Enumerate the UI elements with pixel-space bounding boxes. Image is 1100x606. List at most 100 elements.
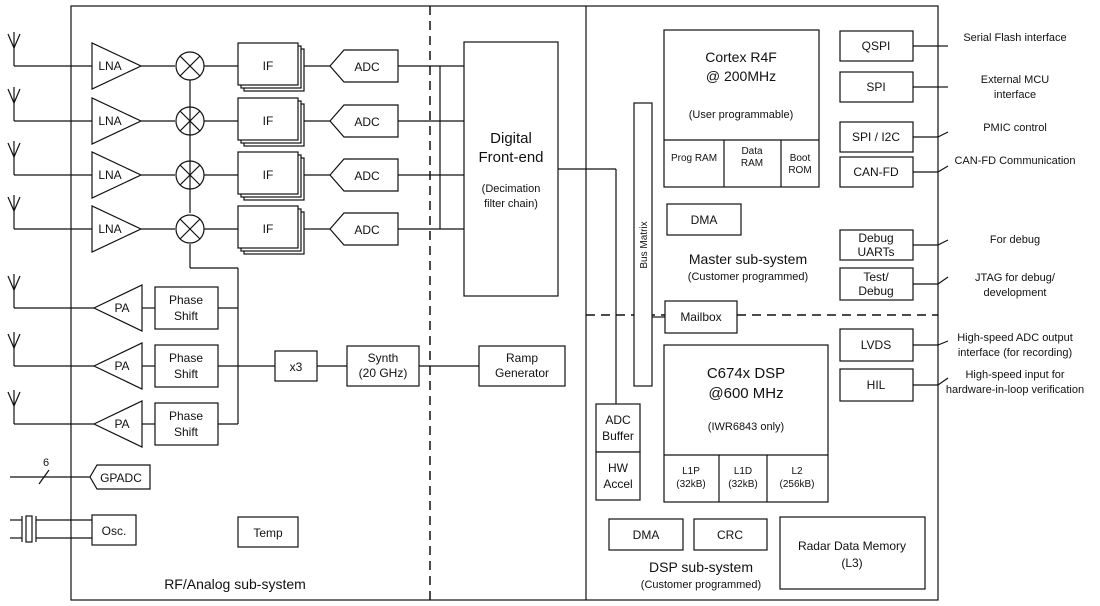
adc-label: ADC [354,223,380,237]
rx-antenna-icon [7,32,21,49]
phase-shift-block [154,286,219,330]
synth-block [346,345,420,387]
synth-label-1: Synth [368,351,399,365]
ramp-label-1: Ramp [506,351,538,365]
lna-label: LNA [98,168,121,182]
if-filter [237,151,299,195]
phase-shift-block [154,344,219,388]
radar-mem-1: Radar Data Memory [798,539,906,553]
synth-label-2: (20 GHz) [359,366,408,380]
peripheral-label: LVDS [861,338,891,352]
mailbox-label: Mailbox [680,310,721,324]
c674x-dsp [663,344,829,503]
phase-shift-label-1: Phase [169,409,203,423]
master-subsystem-label: Master sub-system [689,251,807,267]
adc-label: ADC [354,60,380,74]
peripheral-block [839,156,914,188]
rx-chain-4: LNA IF ADC [7,195,464,255]
tx-antenna-icon [7,390,21,407]
prog-ram: Prog RAM [671,153,717,164]
peripheral-label: HIL [867,378,886,392]
master-dma [666,203,742,236]
phase-shift-label-1: Phase [169,293,203,307]
dfe-sub-1: (Decimation [482,183,541,195]
tx-antenna-icon [7,274,21,291]
l1d-2: (32kB) [728,479,757,490]
crc [693,518,768,551]
master-dma-label: DMA [691,213,718,227]
peripheral-desc-2: hardware-in-loop verification [946,384,1084,396]
lna-label: LNA [98,114,121,128]
l2-2: (256kB) [779,479,814,490]
dsp-dma [608,518,684,551]
phase-shift-label-2: Shift [174,425,199,439]
dsp-note: (IWR6843 only) [708,421,784,433]
pa-label: PA [114,417,129,431]
radar-mem-2: (L3) [841,556,862,570]
if-label: IF [263,114,274,128]
crystal-icon [10,515,92,543]
peripheral-desc-1: High-speed input for [965,369,1064,381]
l1d-1: L1D [734,466,752,477]
hw-accel-1: HW [608,461,629,475]
dsp-title-1: C674x DSP [707,365,785,382]
phase-shift-label-2: Shift [174,309,199,323]
rf-subsystem-label: RF/Analog sub-system [164,576,306,592]
peripheral-block [839,121,914,153]
rx-antenna-icon [7,141,21,158]
lna-label: LNA [98,222,121,236]
cpu-title-1: Cortex R4F [705,49,777,65]
dsp-subsystem-label: DSP sub-system [649,559,753,575]
peripheral-desc-1: For debug [990,234,1040,246]
phase-shift-block [154,402,219,446]
adc-label: ADC [354,115,380,129]
adc-label: ADC [354,169,380,183]
peripheral-label-2: UARTs [857,245,894,259]
peripheral-desc-1: JTAG for debug/ [975,272,1056,284]
peripheral-label-1: Test/ [863,270,889,284]
pa-label: PA [114,301,129,315]
master-subsystem-sublabel: (Customer programmed) [688,271,808,283]
temp-block [237,516,299,548]
peripheral-8: HIL High-speed input for hardware-in-loop … [839,368,1084,402]
l1p-1: L1P [682,466,700,477]
ramp-generator [478,345,566,387]
temp-label: Temp [253,526,283,540]
rx-antenna-icon [7,87,21,104]
dsp-subsystem-sublabel: (Customer programmed) [641,579,761,591]
rx-chain-2: LNA IF ADC [7,87,464,147]
digital-front-end [463,41,559,297]
pa-label: PA [114,359,129,373]
if-label: IF [263,222,274,236]
adc-buffer [595,403,641,453]
data-ram-1: Data [741,146,763,157]
data-ram-2: RAM [741,158,763,169]
boot-rom-2: ROM [788,165,811,176]
gpadc-count: 6 [43,457,49,469]
cortex-r4f [663,29,820,188]
peripheral-label-2: Debug [858,284,893,298]
l2-1: L2 [791,466,803,477]
lna-amplifier [91,42,143,90]
ramp-label-2: Generator [495,366,549,380]
gpadc-block [89,464,151,490]
peripheral-block [839,30,914,62]
adc-buffer-2: Buffer [602,429,634,443]
peripheral-desc-2: interface (for recording) [958,347,1072,359]
if-label: IF [263,168,274,182]
cpu-title-2: @ 200MHz [706,68,776,84]
dfe-title-2: Front-end [478,149,543,166]
peripheral-label: SPI / I2C [852,130,900,144]
if-filter [237,205,299,249]
mixer-icon [175,51,205,81]
peripheral-desc-1: PMIC control [983,122,1047,134]
mixer-icon [175,214,205,244]
lna-amplifier [91,205,143,253]
